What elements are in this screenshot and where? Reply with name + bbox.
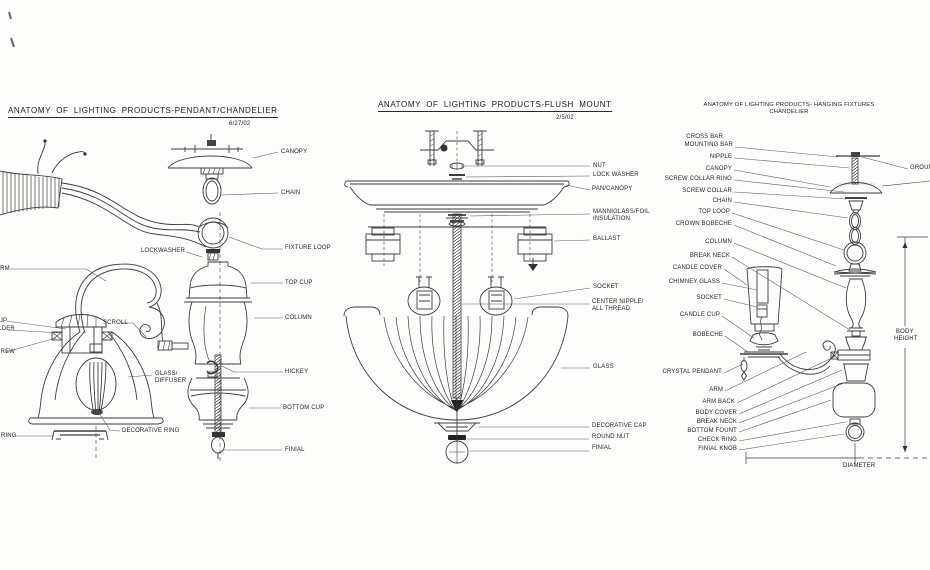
label-chain-hanging: CHAIN	[712, 198, 732, 204]
label-crown-bobeche: CROWN BOBECHE	[675, 221, 732, 227]
label-decorative-cap: DECORATIVE CAP	[592, 423, 647, 429]
hanging-fixture-diagram	[740, 152, 930, 464]
label-cup: CUP	[0, 318, 8, 324]
label-glass: GLASS	[593, 364, 614, 370]
label-manniglass-line1: MANNIGLASS/FOIL	[593, 209, 650, 215]
label-manniglass-line2: INSULATION	[593, 216, 631, 222]
label-top-cup: TOP CUP	[285, 280, 313, 286]
label-column-hanging: COLUMN	[705, 239, 732, 245]
label-bobeche: BOBECHE	[692, 332, 723, 338]
panel3-title-line1: ANATOMY OF LIGHTING PRODUCTS- HANGING FI…	[703, 102, 875, 108]
label-finial-flush: FINIAL	[592, 445, 612, 451]
label-finial-knob: FINIAL KNOB	[698, 446, 737, 452]
label-column: COLUMN	[285, 315, 312, 321]
label-diameter: DIAMETER	[843, 463, 876, 469]
label-socket-hanging: SOCKET	[696, 295, 722, 301]
label-canopy: CANOPY	[281, 149, 308, 155]
label-bottom-cup: BOTTOM CUP	[283, 405, 325, 411]
label-candle-cover: CANDLE COVER	[672, 265, 722, 271]
flush-mount-leader-lines	[462, 165, 591, 452]
label-center-nipple-line1: CENTER NIPPLE/	[592, 299, 644, 305]
label-ground: GROUND	[910, 165, 930, 171]
label-cross-bar: CROSS BAR	[686, 134, 723, 140]
label-lock-washer: LOCK WASHER	[593, 172, 639, 178]
label-hickey: HICKEY	[285, 369, 309, 375]
label-mounting-bar: MOUNTING BAR	[684, 142, 733, 148]
label-screw: SCREW	[0, 349, 16, 355]
label-nipple: NIPPLE	[709, 154, 732, 160]
label-arm-hanging: ARM	[709, 387, 723, 393]
label-chimney-glass: CHIMNEY GLASS	[668, 279, 720, 285]
label-check-ring: CHECK RING	[697, 437, 737, 443]
label-fixture-loop: FIXTURE LOOP	[285, 245, 331, 251]
label-round-nut: ROUND NUT	[592, 434, 630, 440]
pendant-diagram	[0, 134, 253, 462]
label-center-nipple-line2: ALL THREAD	[592, 306, 631, 312]
label-arm-back: ARM BACK	[702, 399, 735, 405]
panel3-title-line2: CHANDELIER	[769, 109, 809, 115]
pendant-leader-lines	[5, 151, 283, 451]
panel1-title: ANATOMY OF LIGHTING PRODUCTS-PENDANT/CHA…	[8, 106, 278, 118]
label-nut: NUT	[593, 163, 606, 169]
label-decorative-ring: DECORATIVE RING	[122, 428, 180, 434]
panel2-title: ANATOMY OF LIGHTING PRODUCTS-FLUSH MOUNT	[378, 100, 612, 112]
label-pan-canopy: PAN/CANOPY	[592, 186, 633, 192]
label-scroll: SCROLL	[103, 320, 128, 326]
label-body-height-line1: BODY	[896, 329, 914, 335]
label-screw-collar-ring: SCREW COLLAR RING	[664, 176, 732, 182]
label-finial-pendant: FINIAL	[285, 447, 305, 453]
scan-noise	[8, 11, 15, 48]
hanging-fixture-leader-lines	[721, 146, 909, 451]
label-body-cover: BODY COVER	[695, 410, 737, 416]
label-candle-cup: CANDLE CUP	[679, 312, 720, 318]
label-arm: ARM	[0, 266, 10, 272]
label-chain: CHAIN	[281, 190, 301, 196]
flush-mount-diagram	[343, 130, 570, 464]
label-ballast: BALLAST	[593, 236, 621, 242]
label-body-height-line2: HEIGHT	[894, 336, 918, 342]
label-break-neck: BREAK NECK	[689, 253, 730, 259]
label-break-neck-2: BREAK NECK	[696, 419, 737, 425]
label-ring: RING	[1, 433, 17, 439]
label-crystal-pendant: CRYSTAL PENDANT	[662, 369, 722, 375]
label-holder: HOLDER	[0, 326, 15, 332]
label-screw-collar: SCREW COLLAR	[682, 188, 732, 194]
label-top-loop: TOP LOOP	[698, 209, 730, 215]
label-socket-flush: SOCKET	[593, 284, 619, 290]
panel2-date: 2/5/02	[556, 115, 574, 121]
panel1-date: 6/27/02	[229, 121, 251, 127]
label-glass-diffuser-line1: GLASS/	[155, 371, 178, 377]
label-bottom-fount: BOTTOM FOUNT	[687, 428, 737, 434]
label-lockwasher: LOCKWASHER	[141, 248, 185, 254]
label-canopy-hanging: CANOPY	[705, 166, 732, 172]
label-glass-diffuser-line2: DIFFUSER	[155, 378, 187, 384]
